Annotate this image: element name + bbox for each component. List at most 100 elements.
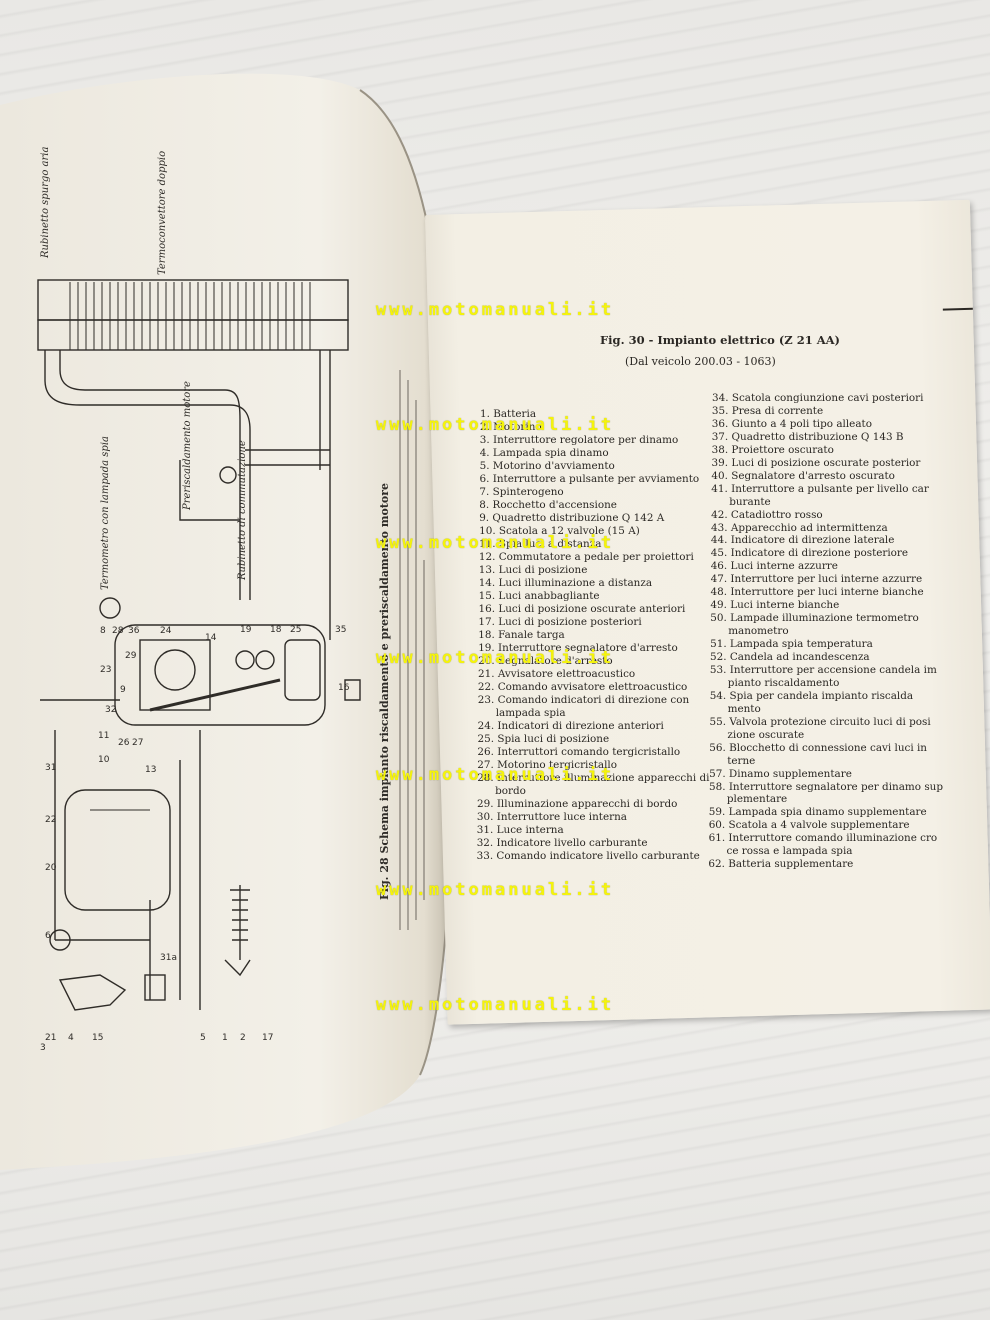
svg-text:20: 20 xyxy=(45,863,57,873)
legend-item: 1. Batteria xyxy=(480,408,537,420)
legend-item: 41. Interruttore a pulsante per livello … xyxy=(711,482,929,495)
legend-item: 44. Indicatore di direzione laterale xyxy=(710,534,895,547)
watermark: www.motomanuali.it xyxy=(375,995,615,1015)
legend-item: 25. Spia luci di posizione xyxy=(477,733,610,745)
svg-text:24: 24 xyxy=(160,626,172,636)
legend-item: lampada spia xyxy=(495,707,566,719)
fig28-caption: Fig. 28 Schema impianto riscaldamento e … xyxy=(378,483,391,900)
heating-schematic xyxy=(37,279,361,1011)
svg-text:36: 36 xyxy=(128,626,140,636)
legend-item: 20. Segnalatore d'arresto xyxy=(478,655,613,667)
legend-item: 15. Luci anabbagliante xyxy=(478,590,600,602)
legend-item: pianto riscaldamento xyxy=(727,676,840,689)
legend-item: 49. Luci interne bianche xyxy=(710,599,840,612)
svg-text:23: 23 xyxy=(100,665,111,675)
legend-item: 33. Comando indicatore livello carburant… xyxy=(476,850,700,862)
figure-title: Fig. 30 - Impianto elettrico (Z 21 AA) xyxy=(600,333,840,347)
legend-item: 43. Apparecchio ad intermittenza xyxy=(711,521,888,534)
svg-text:10: 10 xyxy=(98,755,110,765)
label-preriscaldamento: Preriscaldamento motore xyxy=(182,381,193,511)
svg-text:9: 9 xyxy=(120,685,126,695)
svg-text:32: 32 xyxy=(105,705,116,715)
legend-item: 19. Interruttore segnalatore d'arresto xyxy=(478,642,678,654)
legend-item: 3. Interruttore regolatore per dinamo xyxy=(479,434,679,446)
legend-item: 22. Comando avvisatore elettroacustico xyxy=(477,681,688,693)
legend-item: 4. Lampada spia dinamo xyxy=(479,447,609,459)
legend-item: 26. Interruttori comando tergicristallo xyxy=(477,746,681,758)
legend-item: 10. Scatola a 12 valvole (15 A) xyxy=(479,525,640,537)
legend-item: 54. Spia per candela impianto riscalda xyxy=(709,689,914,702)
legend-item: 40. Segnalatore d'arresto oscurato xyxy=(711,469,895,482)
watermark: www.motomanuali.it xyxy=(375,300,615,320)
svg-text:14: 14 xyxy=(205,633,217,643)
watermark: www.motomanuali.it xyxy=(375,415,615,435)
svg-text:2: 2 xyxy=(240,1033,246,1043)
legend-item: 48. Interruttore per luci interne bianch… xyxy=(710,586,924,599)
legend-item: ce rossa e lampada spia xyxy=(726,845,853,858)
legend-item: 51. Lampada spia temperatura xyxy=(710,638,873,651)
legend-item: 35. Presa di corrente xyxy=(711,404,824,417)
svg-text:28: 28 xyxy=(112,626,124,636)
svg-text:26: 26 xyxy=(118,738,130,748)
legend-item: 36. Giunto a 4 poli tipo alleato xyxy=(711,417,872,430)
svg-text:6: 6 xyxy=(45,931,51,941)
svg-text:31a: 31a xyxy=(160,953,177,963)
legend-item: 45. Indicatore di direzione posteriore xyxy=(710,547,909,560)
svg-text:22: 22 xyxy=(45,815,56,825)
legend-item: 12. Commutatore a pedale per proiettori xyxy=(478,551,694,563)
svg-text:8: 8 xyxy=(100,626,106,636)
watermark: www.motomanuali.it xyxy=(375,648,615,668)
legend-item: 47. Interruttore per luci interne azzurr… xyxy=(710,573,923,586)
legend-item: 18. Fanale targa xyxy=(478,629,565,641)
legend-item: 31. Luce interna xyxy=(476,824,564,836)
figure-subtitle: (Dal veicolo 200.03 - 1063) xyxy=(625,355,776,368)
svg-text:19: 19 xyxy=(240,625,252,635)
watermark: www.motomanuali.it xyxy=(375,880,615,900)
legend-item: 50. Lampade illuminazione termometro xyxy=(710,612,919,625)
legend-item: 52. Candela ad incandescenza xyxy=(710,651,870,663)
legend-item: 59. Lampada spia dinamo supplementare xyxy=(708,806,927,819)
legend-item: 30. Interruttore luce interna xyxy=(476,811,627,823)
legend-item: 56. Blocchetto di connessione cavi luci … xyxy=(709,741,927,754)
svg-text:17: 17 xyxy=(262,1033,273,1043)
legend-item: 27. Motorino tergicristallo xyxy=(477,759,617,771)
legend-item: 6. Interruttore a pulsante per avviament… xyxy=(479,473,700,485)
legend-item: zione oscurate xyxy=(727,728,805,741)
label-rubinetto-spurgo: Rubinetto spurgo aria xyxy=(40,147,51,259)
legend-item: 23. Comando indicatori di direzione con xyxy=(477,694,690,706)
legend-item: 21. Avvisatore elettroacustico xyxy=(478,668,636,680)
svg-text:5: 5 xyxy=(200,1033,206,1043)
legend-item: 60. Scatola a 4 valvole supplementare xyxy=(708,819,910,832)
left-page xyxy=(0,73,456,1170)
svg-text:13: 13 xyxy=(145,765,156,775)
legend-item: 53. Interruttore per accensione candela … xyxy=(709,663,937,676)
legend-item: bordo xyxy=(495,785,526,797)
svg-text:31: 31 xyxy=(45,763,56,773)
svg-text:1: 1 xyxy=(222,1033,228,1043)
legend-item: 62. Batteria supplementare xyxy=(708,858,854,871)
caption-body-lines xyxy=(399,370,425,930)
legend-item: 29. Illuminazione apparecchi di bordo xyxy=(477,798,678,810)
legend-item: 14. Luci illuminazione a distanza xyxy=(478,577,653,589)
label-rubinetto-commutazione: Rubinetto di commutazione xyxy=(237,440,248,581)
legend-item: terne xyxy=(727,754,756,767)
legend-item: 11. Spia luci a distanza xyxy=(479,538,602,550)
legend-item: 5. Motorino d'avviamento xyxy=(479,460,615,472)
svg-text:21: 21 xyxy=(45,1033,56,1043)
legend-item: 39. Luci di posizione oscurate posterior xyxy=(711,456,921,469)
legend-item: 7. Spinterogeno xyxy=(479,486,564,498)
legend-item: plementare xyxy=(726,793,788,806)
legend-item: 57. Dinamo supplementare xyxy=(709,767,852,780)
svg-text:29: 29 xyxy=(125,651,137,661)
svg-text:35: 35 xyxy=(335,625,346,635)
svg-text:16: 16 xyxy=(338,683,350,693)
legend-item: manometro xyxy=(728,625,789,638)
svg-text:3: 3 xyxy=(40,1043,46,1053)
label-termoconvettore: Termoconvettore doppio xyxy=(157,151,168,275)
legend-item: 8. Rocchetto d'accensione xyxy=(479,499,617,511)
legend-item: 38. Proiettore oscurato xyxy=(711,443,834,456)
watermark: www.motomanuali.it xyxy=(375,765,615,785)
legend-item: 24. Indicatori di direzione anteriori xyxy=(477,720,664,732)
legend-item: mento xyxy=(727,702,761,715)
